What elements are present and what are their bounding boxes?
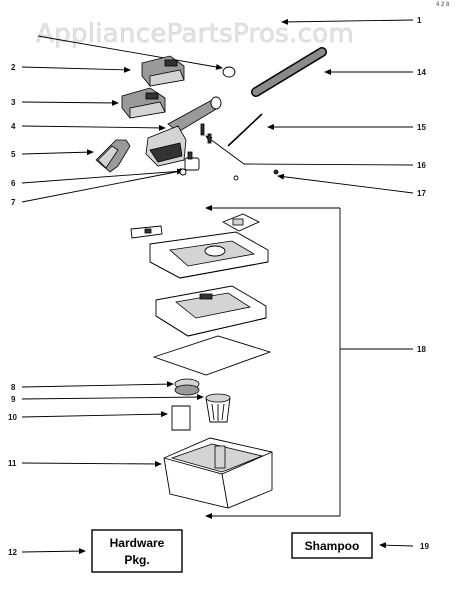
- callout-17: 17: [417, 189, 426, 198]
- part-18-tank-assembly: [130, 213, 273, 509]
- callout-2: 2: [11, 63, 16, 72]
- right-leader-lines: [205, 18, 414, 549]
- callout-12: 12: [8, 548, 17, 557]
- callout-8: 8: [11, 383, 16, 392]
- shampoo-label: Shampoo: [305, 539, 360, 553]
- part-3-tool: [121, 87, 166, 119]
- hardware-package-box: Hardware Pkg.: [91, 529, 183, 573]
- shampoo-box: Shampoo: [291, 532, 373, 559]
- watermark-text: AppliancePartsPros.com: [36, 19, 354, 49]
- callout-11: 11: [8, 459, 17, 468]
- callout-14: 14: [417, 68, 426, 77]
- hardware-label-line1: Hardware: [110, 536, 165, 550]
- callout-7: 7: [11, 198, 16, 207]
- callout-9: 9: [11, 395, 16, 404]
- part-14-hose: [251, 47, 327, 97]
- left-leader-lines: [21, 35, 223, 555]
- corner-mark: 4 2 8: [436, 2, 450, 8]
- callout-4: 4: [11, 122, 16, 131]
- callout-19: 19: [420, 542, 429, 551]
- left-callouts: 2 3 4 5 6 7 8 9 10 11 12: [8, 63, 17, 557]
- part-2-upholstery-tool: [141, 55, 185, 87]
- hardware-label-line2: Pkg.: [124, 553, 149, 567]
- part-15-tube: [227, 113, 263, 147]
- part-17-clip: [233, 169, 279, 181]
- part-6-7-valve: [179, 151, 200, 176]
- callout-16: 16: [417, 161, 426, 170]
- callout-5: 5: [11, 150, 16, 159]
- callout-1: 1: [417, 16, 422, 25]
- callout-3: 3: [11, 98, 16, 107]
- callout-10: 10: [8, 413, 17, 422]
- part-1-cap: [222, 66, 236, 78]
- part-16-pin: [200, 123, 212, 144]
- part-4-wand-nozzle: [145, 96, 222, 167]
- callout-18: 18: [417, 345, 426, 354]
- right-callouts: 1 13 14 15 16 17 18 19: [417, 16, 429, 551]
- callout-15: 15: [417, 123, 426, 132]
- callout-6: 6: [11, 179, 16, 188]
- part-5-crevice-tool: [95, 139, 131, 173]
